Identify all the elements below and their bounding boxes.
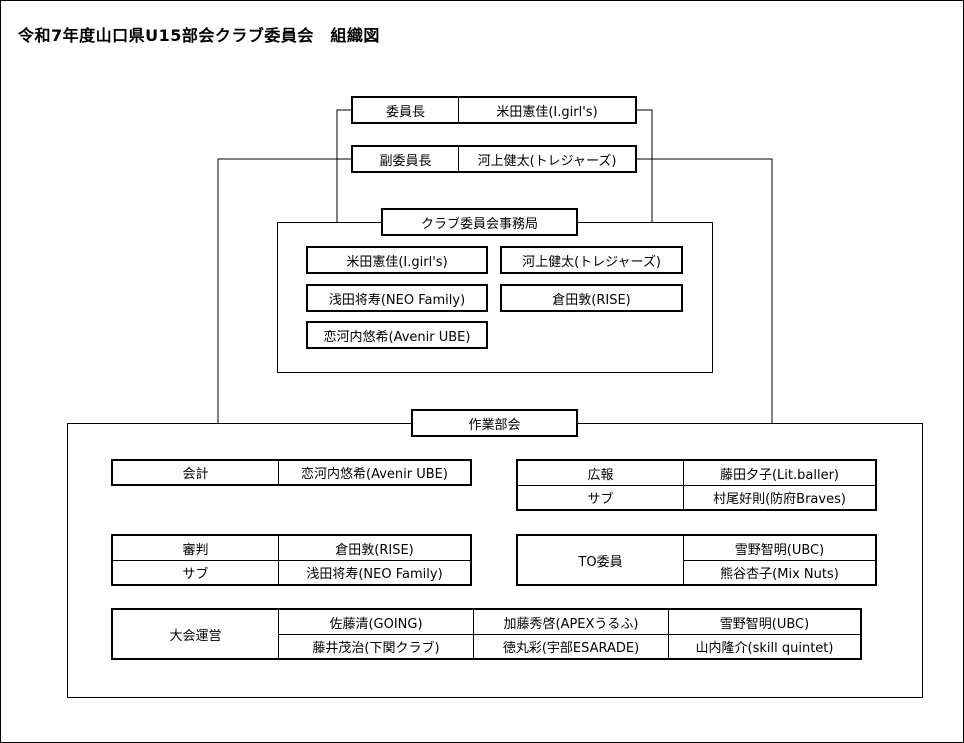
operations-member: 徳丸彩(宇部ESARADE) [502, 641, 640, 656]
accounting-role: 会計 [182, 467, 209, 482]
accounting-box: 会計 恋河内悠希(Avenir UBE) [111, 459, 472, 486]
chair-box: 委員長 米田憲佳(I.girl's) [351, 96, 637, 124]
operations-box: 大会運営 佐藤清(GOING) 加藤秀啓(APEXうるふ) 雪野智明(UBC) … [111, 608, 862, 660]
to-member: 雪野智明(UBC) [734, 542, 825, 558]
pr-name: 藤田夕子(Lit.baller) [719, 467, 839, 483]
secretariat-label: クラブ委員会事務局 [381, 208, 578, 236]
secretariat-member: 倉田敦(RISE) [500, 284, 683, 312]
vice-chair-name: 河上健太(トレジャーズ) [477, 153, 617, 169]
to-role: TO委員 [578, 554, 623, 570]
referee-role: 審判 [182, 542, 209, 558]
divider [278, 536, 279, 584]
to-box: TO委員 雪野智明(UBC) 熊谷杏子(Mix Nuts) [516, 534, 877, 586]
page-title: 令和7年度山口県U15部会クラブ委員会 組織図 [18, 26, 380, 45]
secretariat-member: 恋河内悠希(Avenir UBE) [306, 321, 488, 349]
operations-member: 佐藤清(GOING) [329, 616, 423, 632]
divider [458, 147, 459, 171]
referee-name: 倉田敦(RISE) [335, 542, 414, 558]
operations-member: 藤井茂治(下関クラブ) [312, 641, 440, 656]
chair-role: 委員長 [385, 104, 425, 120]
divider [683, 461, 684, 509]
accounting-name: 恋河内悠希(Avenir UBE) [301, 467, 448, 482]
referee-box: 審判 倉田敦(RISE) サブ 浅田将寿(NEO Family) [111, 534, 472, 586]
operations-member: 雪野智明(UBC) [719, 616, 810, 632]
divider [458, 98, 459, 122]
pr-sub-role: サブ [587, 492, 614, 507]
referee-sub-role: サブ [182, 567, 209, 582]
vice-chair-box: 副委員長 河上健太(トレジャーズ) [351, 145, 637, 173]
vice-chair-role: 副委員長 [379, 153, 432, 169]
referee-sub-name: 浅田将寿(NEO Family) [306, 567, 443, 582]
pr-sub-name: 村尾好則(防府Braves) [713, 492, 846, 507]
to-member: 熊谷杏子(Mix Nuts) [720, 567, 839, 582]
operations-member: 加藤秀啓(APEXうるふ) [503, 616, 639, 632]
divider [683, 536, 684, 584]
operations-role: 大会運営 [169, 628, 222, 644]
secretariat-member: 米田憲佳(I.girl's) [306, 246, 488, 274]
chair-name: 米田憲佳(I.girl's) [496, 104, 598, 120]
divider [518, 485, 875, 486]
divider [279, 634, 860, 635]
divider [684, 560, 875, 561]
secretariat-member: 河上健太(トレジャーズ) [500, 246, 683, 274]
pr-box: 広報 藤田夕子(Lit.baller) サブ 村尾好則(防府Braves) [516, 459, 877, 511]
working-group-label: 作業部会 [411, 409, 578, 437]
secretariat-member: 浅田将寿(NEO Family) [306, 284, 488, 312]
divider [278, 610, 279, 658]
operations-member: 山内隆介(skill quintet) [695, 641, 834, 656]
divider [278, 461, 279, 484]
divider [113, 560, 470, 561]
pr-role: 広報 [587, 467, 614, 483]
